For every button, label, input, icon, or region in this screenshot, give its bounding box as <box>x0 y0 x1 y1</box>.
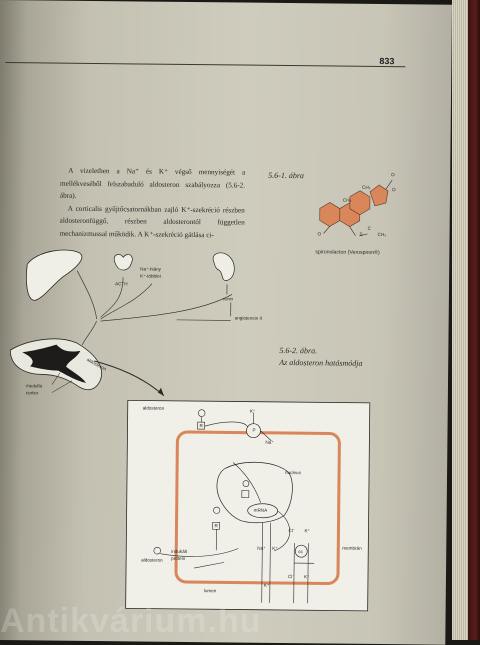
label-cortex: cortex <box>25 390 39 396</box>
nucleus <box>216 461 293 524</box>
label-na-top: Na⁺ <box>265 439 274 445</box>
label-induced-1: indukált <box>171 548 188 554</box>
label-r-top: R <box>199 423 203 429</box>
ring-c <box>349 190 371 216</box>
organ-left <box>25 249 83 301</box>
label-k-top: K⁺ <box>249 408 256 414</box>
label-renin: renin <box>222 296 234 302</box>
ring-d <box>369 184 389 207</box>
book-page-edges <box>452 0 480 640</box>
label-na-deficit: Na⁺-hiány <box>140 266 162 272</box>
label-cc: cc <box>298 549 303 555</box>
label-mrna: mRNA <box>253 507 268 513</box>
label-k-excess: K⁺-többlet <box>140 273 161 279</box>
label-acth: ACTH <box>115 281 128 287</box>
label-lumen: lumen <box>203 588 217 594</box>
cell-box <box>125 399 371 612</box>
label-k-bottom: K⁺ <box>263 582 270 588</box>
label-na-channel: Na⁺ <box>257 545 266 551</box>
figure2-diagram <box>9 249 371 612</box>
label-k-1: K⁺ <box>304 528 310 534</box>
label-k-channel: K⁺ <box>272 545 278 551</box>
figure1-molecule <box>319 179 393 237</box>
label-cell-aldosteron-top: aldosteron <box>142 405 165 411</box>
label-membrane: membrán <box>342 545 362 551</box>
label-induced-2: protein <box>171 555 186 561</box>
kidney <box>212 252 235 281</box>
watermark: Antikvárium.hu <box>0 602 262 640</box>
pituitary <box>113 254 133 271</box>
label-cl-2: Cl⁻ <box>287 574 295 580</box>
adrenal-medulla <box>22 344 86 383</box>
label-nucleus: nucleus <box>285 470 301 476</box>
label-angiotensin: angiotensin II <box>234 315 263 321</box>
book-page: 833 A vizelethen a Na⁺ és K⁺ végső menny… <box>0 0 452 645</box>
label-r-bottom: R <box>214 523 218 529</box>
label-cell-aldosteron-bottom: aldosteron <box>141 557 163 563</box>
label-pump: P <box>252 427 256 433</box>
label-k-2: K⁺ <box>303 574 310 580</box>
label-medulla: medulla <box>25 383 43 389</box>
label-cl-1: Cl⁻ <box>288 528 296 534</box>
